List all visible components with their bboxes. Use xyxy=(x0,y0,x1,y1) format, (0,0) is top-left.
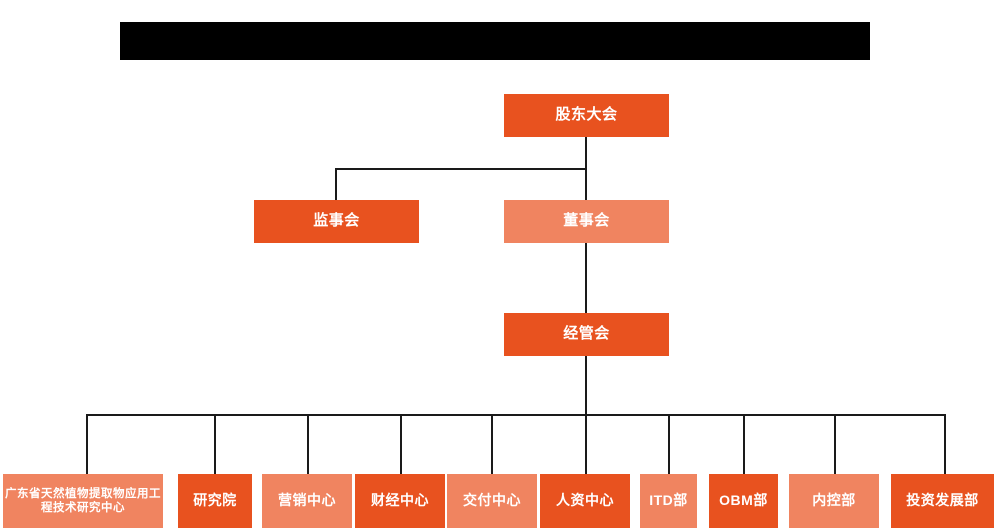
connector-drop-dept-10 xyxy=(944,414,946,474)
node-shareholders-meeting[interactable]: 股东大会 xyxy=(504,94,669,137)
connector-drop-dept-2 xyxy=(214,414,216,474)
node-board-of-directors[interactable]: 董事会 xyxy=(504,200,669,243)
node-label: ITD部 xyxy=(649,492,688,509)
node-label: 经管会 xyxy=(563,325,610,343)
node-dept-delivery-center[interactable]: 交付中心 xyxy=(447,474,537,528)
connector-directors-to-management xyxy=(585,243,587,313)
connector-drop-dept-4 xyxy=(400,414,402,474)
node-label: 交付中心 xyxy=(463,492,521,509)
node-dept-research-institute[interactable]: 研究院 xyxy=(178,474,252,528)
node-dept-obm[interactable]: OBM部 xyxy=(709,474,778,528)
connector-to-supervisors xyxy=(335,168,337,201)
connector-drop-dept-9 xyxy=(834,414,836,474)
node-dept-guangdong-research-center[interactable]: 广东省天然植物提取物应用工程技术研究中心 xyxy=(3,474,163,528)
node-label: 股东大会 xyxy=(555,106,618,124)
connector-departments-bus xyxy=(86,414,944,416)
node-dept-marketing-center[interactable]: 营销中心 xyxy=(262,474,352,528)
node-label: 营销中心 xyxy=(278,492,336,509)
node-management-committee[interactable]: 经管会 xyxy=(504,313,669,356)
connector-drop-dept-5 xyxy=(491,414,493,474)
node-label: 董事会 xyxy=(563,212,610,230)
node-label: 人资中心 xyxy=(556,492,614,509)
node-label: OBM部 xyxy=(719,492,768,509)
node-dept-internal-control[interactable]: 内控部 xyxy=(789,474,879,528)
connector-drop-dept-1 xyxy=(86,414,88,474)
connector-shareholders-down xyxy=(585,137,587,169)
connector-drop-dept-3 xyxy=(307,414,309,474)
node-label: 监事会 xyxy=(313,212,360,230)
node-dept-itd[interactable]: ITD部 xyxy=(640,474,697,528)
connector-to-directors xyxy=(585,168,587,201)
node-label: 投资发展部 xyxy=(906,492,979,509)
node-dept-finance-center[interactable]: 财经中心 xyxy=(355,474,445,528)
connector-drop-dept-6 xyxy=(585,414,587,474)
connector-drop-dept-8 xyxy=(743,414,745,474)
node-dept-investment-development[interactable]: 投资发展部 xyxy=(891,474,994,528)
connector-management-down xyxy=(585,356,587,416)
node-dept-human-resources-center[interactable]: 人资中心 xyxy=(540,474,630,528)
connector-drop-dept-7 xyxy=(668,414,670,474)
redacted-title-banner xyxy=(120,22,870,60)
node-label: 广东省天然植物提取物应用工程技术研究中心 xyxy=(5,487,161,514)
node-label: 内控部 xyxy=(812,492,856,509)
node-label: 财经中心 xyxy=(371,492,429,509)
connector-level1-bus xyxy=(335,168,587,170)
node-label: 研究院 xyxy=(193,492,237,509)
node-board-of-supervisors[interactable]: 监事会 xyxy=(254,200,419,243)
